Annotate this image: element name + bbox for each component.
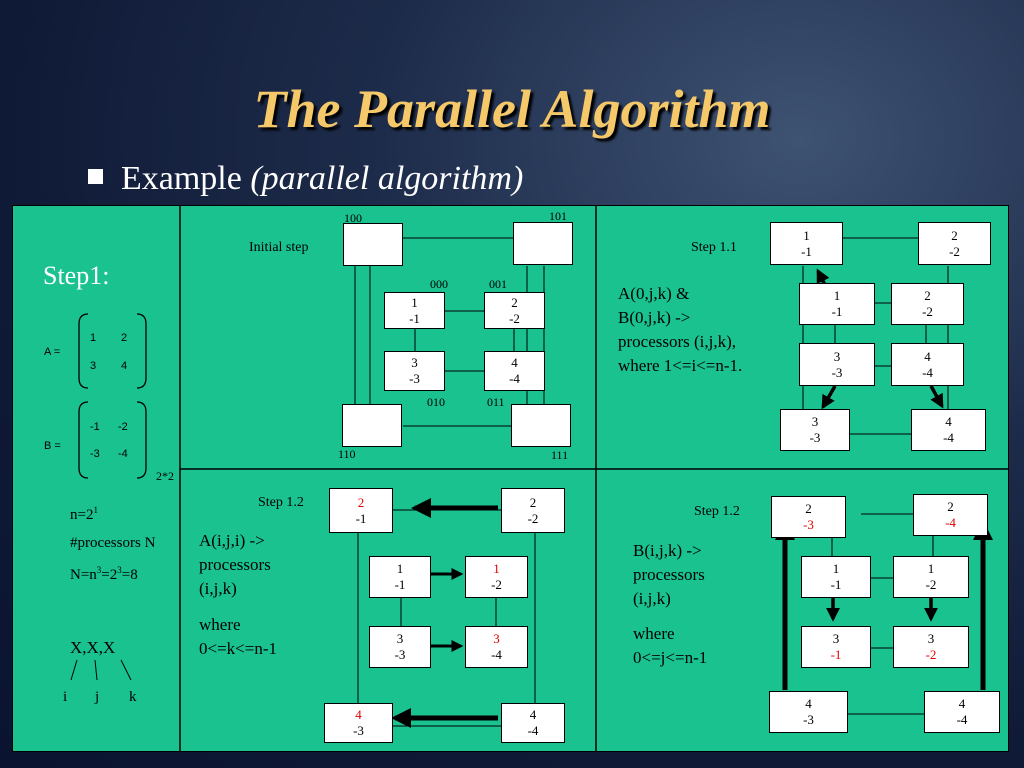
- processor-node-empty: [511, 404, 571, 447]
- bullet-italic: (parallel algorithm): [250, 160, 524, 197]
- processor-node: 4-4: [891, 343, 964, 386]
- processor-node: 2-2: [484, 292, 545, 329]
- processor-node: 4-4: [501, 703, 565, 743]
- inner-label: 001: [489, 277, 507, 291]
- matrix-dims: 2*2: [156, 469, 174, 483]
- step12b-desc-line: (i,j,k): [633, 589, 671, 608]
- matrix-b-cell: -2: [118, 421, 128, 433]
- processors-label: #processors N: [70, 535, 156, 551]
- step12b-desc-line: processors: [633, 565, 705, 584]
- step12a-desc-line: (i,j,k): [199, 579, 237, 598]
- processor-node-empty: [342, 404, 402, 447]
- processor-node: 2-1: [329, 488, 393, 533]
- processor-node-empty: [513, 222, 573, 265]
- step11-label: Step 1.1: [691, 240, 737, 255]
- index-j: j: [95, 689, 100, 705]
- processor-node: 2-2: [501, 488, 565, 533]
- processor-node: 3-3: [799, 343, 875, 386]
- step12b-label: Step 1.2: [694, 504, 740, 519]
- step12b-where: where: [633, 624, 675, 643]
- n-formula: N=n3=23=8: [70, 565, 138, 583]
- step11-desc-line: processors (i,j,k),: [618, 332, 737, 351]
- processor-node: 4-3: [769, 691, 848, 733]
- corner-label: 101: [549, 209, 567, 223]
- processor-node: 3-3: [384, 351, 445, 391]
- step12b-desc-line: B(i,j,k) ->: [633, 541, 702, 560]
- processor-node: 2-2: [891, 283, 964, 325]
- processor-node: 1-2: [893, 556, 969, 598]
- matrix-b-label: B =: [44, 440, 61, 452]
- diagram-panel: Step1: A = 1 2 3 4 B = -1 -2 -3 -4 2*2 n…: [12, 205, 1009, 752]
- matrix-a-cell: 3: [90, 360, 97, 372]
- step12a-desc-line: processors: [199, 555, 271, 574]
- n-line: n=21: [70, 505, 98, 523]
- matrix-a-label: A =: [44, 346, 61, 358]
- step12a-where: 0<=k<=n-1: [199, 639, 278, 658]
- processor-node: 2-2: [918, 222, 991, 265]
- corner-label: 111: [551, 448, 569, 462]
- processor-node-empty: [343, 223, 403, 266]
- processor-node: 4-3: [324, 703, 393, 743]
- inner-label: 011: [487, 395, 505, 409]
- inner-label: 000: [430, 277, 448, 291]
- corner-label: 100: [344, 211, 362, 225]
- processor-node: 4-4: [484, 351, 545, 391]
- matrix-a-cell: 2: [121, 332, 128, 344]
- matrix-a-cell: 1: [90, 332, 97, 344]
- processor-node: 2-4: [913, 494, 988, 536]
- processor-node: 1-1: [770, 222, 843, 265]
- xxx-label: X,X,X: [70, 638, 116, 657]
- step11-desc-line: A(0,j,k) &: [618, 284, 690, 303]
- corner-label: 110: [338, 447, 356, 461]
- step12a-label: Step 1.2: [258, 495, 304, 510]
- index-k: k: [129, 689, 137, 705]
- processor-node: 1-1: [384, 292, 445, 329]
- step12a-where: where: [199, 615, 241, 634]
- processor-node: 1-1: [799, 283, 875, 325]
- step11-desc-line: where 1<=i<=n-1.: [618, 356, 743, 375]
- step12a-desc-line: A(i,j,i) ->: [199, 531, 265, 550]
- processor-node: 1-1: [801, 556, 871, 598]
- processor-node: 4-4: [911, 409, 986, 451]
- matrix-b-cell: -4: [118, 448, 128, 460]
- inner-label: 010: [427, 395, 445, 409]
- bullet-square-icon: [88, 169, 103, 184]
- matrix-b-cell: -3: [90, 448, 100, 460]
- bullet-line: Example (parallel algorithm): [88, 160, 523, 198]
- index-i: i: [63, 689, 68, 705]
- step11-desc-line: B(0,j,k) ->: [618, 308, 691, 327]
- slide-title: The Parallel Algorithm: [253, 79, 771, 139]
- initial-step-label: Initial step: [249, 240, 309, 255]
- processor-node: 1-2: [465, 556, 528, 598]
- matrix-a-cell: 4: [121, 360, 128, 372]
- processor-node: 3-4: [465, 626, 528, 668]
- processor-node: 3-3: [369, 626, 431, 668]
- processor-node: 3-3: [780, 409, 850, 451]
- processor-node: 3-1: [801, 626, 871, 668]
- processor-node: 2-3: [771, 496, 846, 538]
- processor-node: 1-1: [369, 556, 431, 598]
- step12b-where: 0<=j<=n-1: [633, 648, 708, 667]
- bullet-text: Example: [121, 160, 251, 197]
- step1-title: Step1:: [43, 261, 110, 290]
- processor-node: 3-2: [893, 626, 969, 668]
- matrix-b-cell: -1: [90, 421, 100, 433]
- processor-node: 4-4: [924, 691, 1000, 733]
